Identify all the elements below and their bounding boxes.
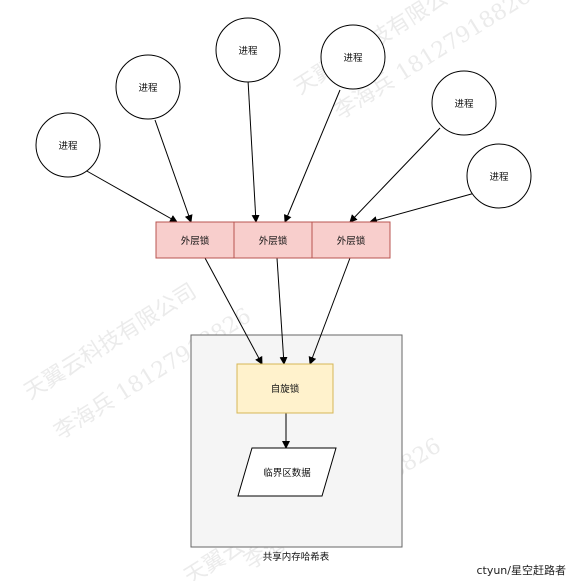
edge-process-4 xyxy=(284,89,341,223)
edge-process-3 xyxy=(247,79,260,223)
outer-lock-row: 外层锁 外层锁 外层锁 xyxy=(155,221,391,259)
process-label: 进程 xyxy=(58,141,78,152)
process-node xyxy=(320,24,386,90)
process-label: 进程 xyxy=(238,46,258,57)
edges-lock-to-spinlock xyxy=(204,257,351,365)
process-node xyxy=(35,112,101,178)
outer-lock xyxy=(155,221,235,259)
process-label: 进程 xyxy=(489,172,509,183)
edge-outer-lock-1 xyxy=(204,257,263,365)
process-node xyxy=(215,17,281,83)
author-credit: ctyun/星空赶路者 xyxy=(476,563,566,577)
process-nodes: 进程 进程 进程 进程 进程 进程 xyxy=(35,17,532,209)
edge-outer-lock-2 xyxy=(276,257,288,365)
edge-process-2 xyxy=(154,119,193,223)
edge-process-1 xyxy=(84,169,178,223)
process-node xyxy=(431,70,497,136)
outer-lock xyxy=(311,221,391,259)
outer-lock-label: 外层锁 xyxy=(337,235,366,247)
container-caption: 共享内存哈希表 xyxy=(263,551,330,563)
process-label: 进程 xyxy=(454,99,474,110)
critical-data-node xyxy=(237,447,337,497)
edge-process-5 xyxy=(349,127,441,223)
process-node xyxy=(466,143,532,209)
process-label: 进程 xyxy=(138,83,158,94)
edge-process-6 xyxy=(369,192,476,224)
edge-outer-lock-3 xyxy=(308,257,351,365)
process-node xyxy=(115,54,181,120)
spin-lock xyxy=(236,363,334,414)
outer-lock-label: 外层锁 xyxy=(259,235,288,247)
edges-process-to-lock xyxy=(84,79,476,224)
critical-data-label: 临界区数据 xyxy=(263,467,311,479)
process-label: 进程 xyxy=(343,53,363,64)
spin-lock-label: 自旋锁 xyxy=(271,383,300,395)
outer-lock-label: 外层锁 xyxy=(181,235,210,247)
